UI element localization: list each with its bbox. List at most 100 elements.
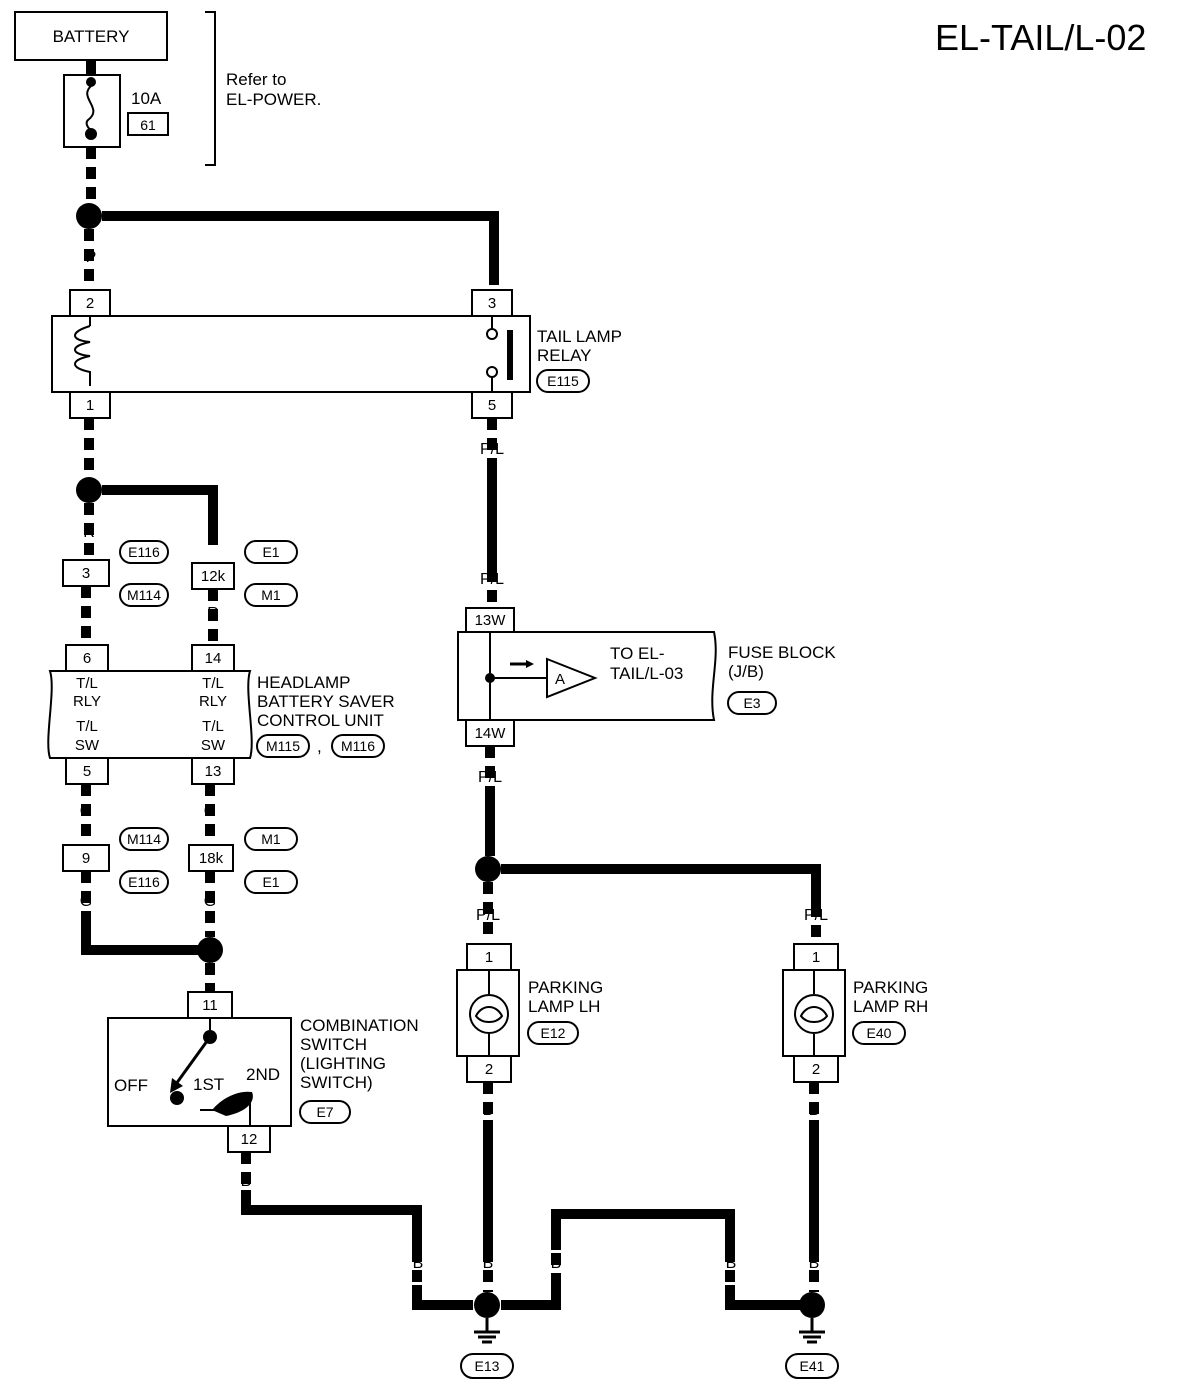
ground-e41-tag: E41 xyxy=(800,1358,825,1374)
switch-label-line4: SWITCH) xyxy=(300,1073,373,1092)
splice-pl xyxy=(475,856,501,882)
headlamp-inner-right-4: SW xyxy=(201,737,226,754)
fuse-block-to-line1: TO EL- xyxy=(610,644,664,663)
refer-note-line1: Refer to xyxy=(226,70,286,89)
headlamp-inner-right-1: T/L xyxy=(202,675,224,692)
wire-color-b-8: B xyxy=(726,1255,737,1272)
connector-lower-left-pin: 9 xyxy=(82,850,90,867)
battery-label: BATTERY xyxy=(53,27,130,46)
wire-color-p-1: P xyxy=(86,165,97,182)
relay-pin-3: 3 xyxy=(488,295,496,312)
headlamp-inner-left-4: SW xyxy=(75,737,100,754)
splice-ground-e41 xyxy=(799,1292,825,1318)
headlamp-connector-m115: M115 xyxy=(266,738,300,754)
headlamp-label-line1: HEADLAMP xyxy=(257,673,351,692)
wire-color-g-3: G xyxy=(80,893,92,910)
tag-e116-upper: E116 xyxy=(128,544,160,560)
headlamp-label-line2: BATTERY SAVER xyxy=(257,692,395,711)
connector-upper-left-pin: 3 xyxy=(82,565,90,582)
fuse-61 xyxy=(63,74,121,148)
switch-label-line3: (LIGHTING xyxy=(300,1054,386,1073)
refer-note-line2: EL-POWER. xyxy=(226,90,321,109)
svg-text:,: , xyxy=(317,737,322,756)
wire-color-pl-1: P/L xyxy=(480,441,504,458)
headlamp-label-line3: CONTROL UNIT xyxy=(257,711,384,730)
wire-color-pl-2: P/L xyxy=(480,571,504,588)
diagram-title: EL-TAIL/L-02 xyxy=(935,17,1146,58)
parking-rh-pin-1: 1 xyxy=(812,949,820,966)
wire-color-g-2: G xyxy=(204,803,216,820)
relay-pin-5-box xyxy=(471,391,513,419)
wire-color-b-4: B xyxy=(483,1255,494,1272)
parking-lh-connector-tag: E12 xyxy=(541,1025,566,1041)
splice-p xyxy=(76,203,102,229)
tail-lamp-relay xyxy=(51,315,531,393)
tag-m114-upper: M114 xyxy=(127,587,161,603)
parking-lh-label-line1: PARKING xyxy=(528,978,603,997)
wire-color-b-6: B xyxy=(809,1255,820,1272)
connector-lower-right-pin: 18k xyxy=(199,850,224,867)
headlamp-inner-right-3: T/L xyxy=(202,718,224,735)
relay-label-line2: RELAY xyxy=(537,346,592,365)
headlamp-pin-5: 5 xyxy=(83,763,91,780)
fuse-block-pin-14w: 14W xyxy=(475,725,507,742)
wire-color-b-1: B xyxy=(241,1173,252,1190)
tag-m1-lower: M1 xyxy=(261,831,281,847)
headlamp-inner-left-2: RLY xyxy=(73,693,101,710)
fuse-block-to-line2: TAIL/L-03 xyxy=(610,664,683,683)
switch-position-2nd: 2ND xyxy=(246,1065,280,1084)
headlamp-inner-left-3: T/L xyxy=(76,718,98,735)
fuse-block-label-line2: (J/B) xyxy=(728,662,764,681)
wire-color-g-4: G xyxy=(204,893,216,910)
splice-ground-e13 xyxy=(474,1292,500,1318)
parking-rh-label-line1: PARKING xyxy=(853,978,928,997)
parking-rh-pin-2: 2 xyxy=(812,1061,820,1078)
headlamp-connector-m116: M116 xyxy=(341,738,375,754)
switch-label-line2: SWITCH xyxy=(300,1035,367,1054)
switch-pin-11: 11 xyxy=(202,997,218,1014)
headlamp-inner-right-2: RLY xyxy=(199,693,227,710)
wire-color-p-3: P xyxy=(489,251,500,268)
headlamp-pin-14: 14 xyxy=(205,650,222,667)
wire-color-r-4: R xyxy=(80,605,92,622)
switch-label-line1: COMBINATION xyxy=(300,1016,419,1035)
relay-pin-5: 5 xyxy=(488,397,496,414)
parking-rh-label-line2: LAMP RH xyxy=(853,997,928,1016)
headlamp-pin-6: 6 xyxy=(83,650,91,667)
switch-pin-12: 12 xyxy=(241,1131,258,1148)
tag-m1-upper: M1 xyxy=(261,587,281,603)
wire-color-pl-5: P/L xyxy=(804,907,828,924)
relay-label-line1: TAIL LAMP xyxy=(537,327,622,346)
headlamp-inner-left-1: T/L xyxy=(76,675,98,692)
parking-lh-label-line2: LAMP LH xyxy=(528,997,600,1016)
parking-rh-connector-tag: E40 xyxy=(867,1025,892,1041)
fuse-block-pin-13w: 13W xyxy=(475,612,507,629)
tag-m114-lower: M114 xyxy=(127,831,161,847)
relay-pin-1: 1 xyxy=(86,397,94,414)
ground-e13-tag: E13 xyxy=(475,1358,500,1374)
parking-lh-pin-2: 2 xyxy=(485,1061,493,1078)
relay-connector-tag: E115 xyxy=(547,373,579,389)
relay-pin-2: 2 xyxy=(86,295,94,312)
switch-position-off: OFF xyxy=(114,1076,148,1095)
wire-color-pl-3: P/L xyxy=(478,769,502,786)
wire-color-b-5: B xyxy=(809,1102,820,1119)
fuse-block-label-line1: FUSE BLOCK xyxy=(728,643,836,662)
parking-lh-pin-1: 1 xyxy=(485,949,493,966)
wire-color-r-1: R xyxy=(83,437,95,454)
battery-box xyxy=(14,11,168,61)
connector-upper-right-pin: 12k xyxy=(201,568,226,585)
switch-connector-tag: E7 xyxy=(316,1104,333,1120)
combination-switch xyxy=(107,1017,292,1127)
fuse-block-connector-tag: E3 xyxy=(743,695,760,711)
headlamp-pin-13: 13 xyxy=(205,763,222,780)
wire-color-p-2: P xyxy=(86,249,97,266)
headlamp-battery-saver-unit xyxy=(47,670,253,759)
wire-color-g-1: G xyxy=(80,803,92,820)
wire-color-r-5: R xyxy=(207,605,219,622)
fuse-number: 61 xyxy=(140,117,156,133)
fuse-block-arrow-label: A xyxy=(555,671,565,688)
switch-position-1st: 1ST xyxy=(193,1075,224,1094)
splice-g xyxy=(197,937,223,963)
